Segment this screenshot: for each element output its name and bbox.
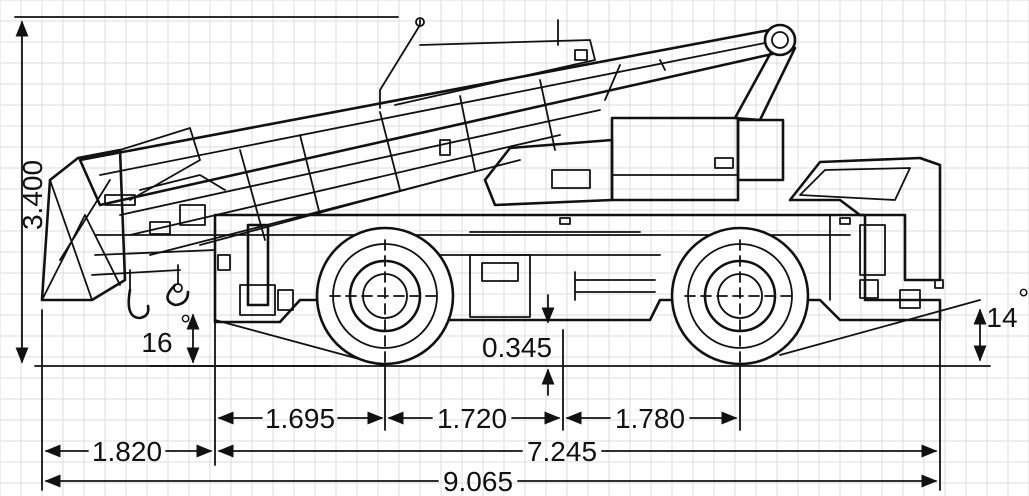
dim-front-to-axle-label: 1.695 bbox=[265, 403, 335, 434]
departure-angle-value: 14 bbox=[986, 302, 1017, 333]
dim-mid-to-rear-label: 1.780 bbox=[615, 403, 685, 434]
clearance-label: 0.345 bbox=[482, 332, 552, 363]
approach-angle-degree: ° bbox=[180, 309, 191, 340]
approach-angle-value: 16 bbox=[141, 327, 172, 358]
dim-overall-length-label: 9.065 bbox=[443, 466, 513, 496]
dim-wheelbase-span-label: 7.245 bbox=[527, 436, 597, 467]
dimension-annotations: 3.400 16 ° 14 ° 0.345 1.695 1.720 1.780 … bbox=[15, 20, 1029, 496]
departure-slope-line bbox=[779, 299, 981, 356]
rear-cab bbox=[788, 156, 944, 309]
crane-illustration bbox=[14, 16, 991, 367]
front-wheel bbox=[315, 226, 455, 367]
rear-wheel bbox=[670, 226, 810, 367]
dim-axle-to-mid-label: 1.720 bbox=[437, 403, 507, 434]
height-label: 3.400 bbox=[17, 160, 48, 230]
boom-head bbox=[40, 127, 231, 302]
hooks bbox=[127, 264, 190, 320]
departure-angle-degree: ° bbox=[1018, 283, 1029, 314]
luffing-cylinder bbox=[733, 23, 797, 122]
boom bbox=[78, 17, 792, 256]
dim-front-overhang-label: 1.820 bbox=[92, 436, 162, 467]
front-outrigger bbox=[217, 223, 294, 316]
engine-housing bbox=[483, 116, 785, 207]
